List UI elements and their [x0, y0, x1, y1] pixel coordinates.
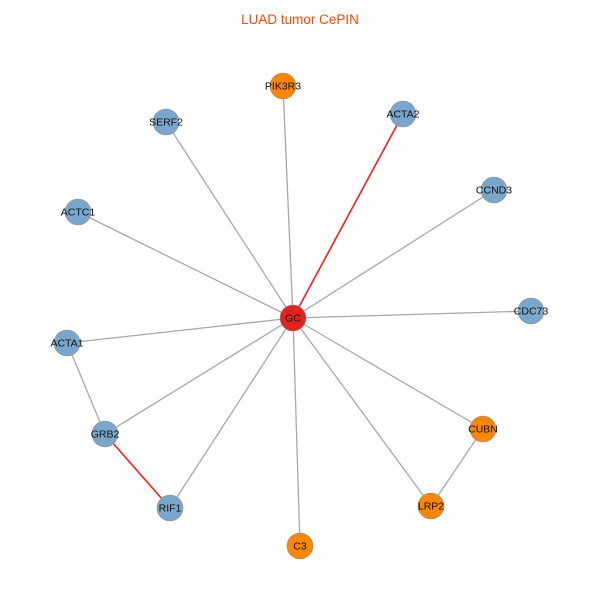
edge-GC-GRB2	[104, 317, 294, 435]
node-PIK3R3	[269, 72, 297, 100]
edge-GC-ACTC1	[77, 211, 294, 319]
node-RIF1	[156, 494, 184, 522]
edge-GC-ACTA2	[292, 113, 404, 319]
edge-GC-LRP2	[292, 317, 432, 507]
node-C3	[286, 532, 314, 560]
node-ACTA2	[389, 100, 417, 128]
node-CCND3	[480, 176, 508, 204]
node-CDC73	[517, 297, 545, 325]
edge-GC-PIK3R3	[282, 85, 294, 319]
edge-GC-ACTA1	[66, 317, 294, 344]
node-ACTA1	[53, 329, 81, 357]
edge-GC-CCND3	[292, 189, 495, 319]
edges-layer	[66, 85, 532, 547]
edge-GC-C3	[292, 317, 301, 547]
edge-CUBN-LRP2	[430, 428, 484, 507]
node-GC	[279, 304, 307, 332]
graph-title: LUAD tumor CePIN	[241, 12, 359, 27]
edge-GC-RIF1	[169, 317, 294, 509]
node-SERF2	[152, 108, 180, 136]
edge-GC-CDC73	[292, 310, 532, 319]
node-CUBN	[469, 415, 497, 443]
edge-GRB2-RIF1	[104, 433, 171, 509]
node-LRP2	[417, 492, 445, 520]
node-GRB2	[91, 420, 119, 448]
edge-GC-SERF2	[165, 121, 294, 319]
node-ACTC1	[64, 198, 92, 226]
edge-ACTA1-GRB2	[66, 342, 106, 435]
edge-GC-CUBN	[292, 317, 484, 430]
nodes-layer	[53, 72, 545, 560]
